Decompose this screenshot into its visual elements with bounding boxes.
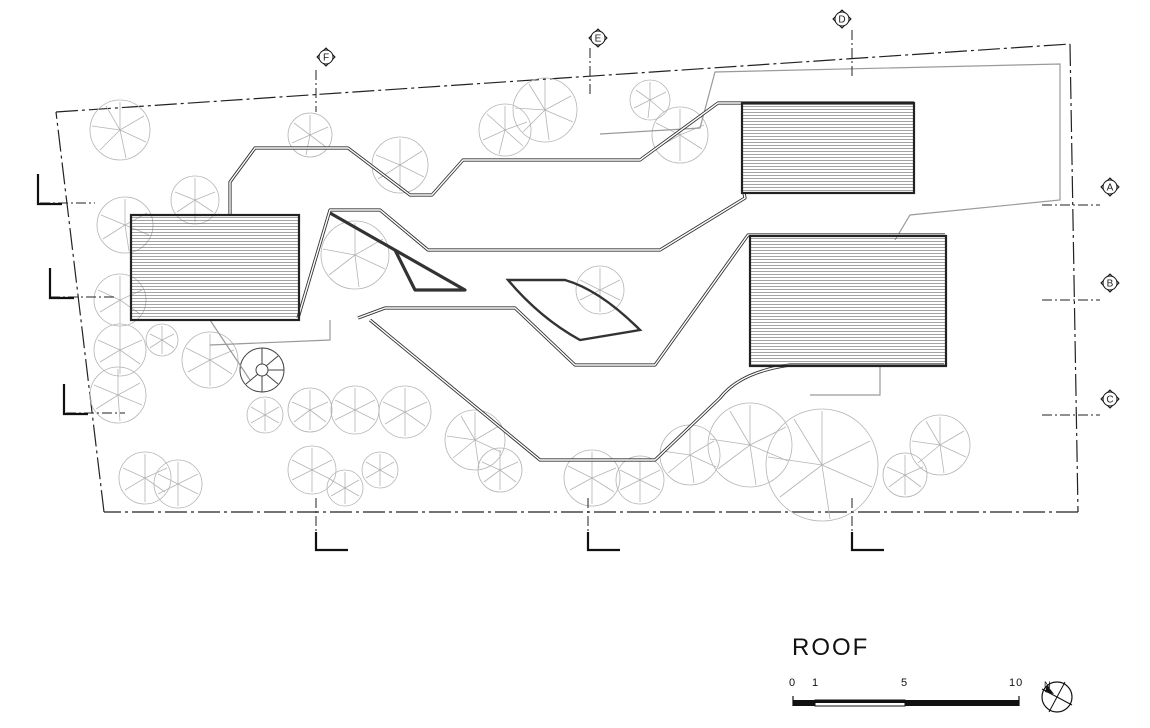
grid-label-f: F	[323, 53, 329, 64]
scale-tick-0: 0	[789, 677, 797, 689]
grid-label-d: D	[838, 15, 845, 26]
roof-outline-secondary	[209, 63, 1061, 396]
tree	[563, 449, 621, 507]
tree	[93, 323, 147, 377]
scale-tick-1: 1	[812, 677, 820, 689]
landscape-trees	[89, 77, 971, 522]
scale-bar	[792, 696, 1020, 707]
tree	[181, 331, 239, 389]
tree	[765, 408, 879, 522]
site-boundary	[55, 43, 1079, 513]
grid-label-a: A	[1107, 183, 1114, 194]
tree	[371, 136, 429, 194]
tree	[478, 103, 532, 157]
tree	[629, 79, 671, 121]
tree	[659, 424, 721, 486]
tree	[361, 451, 399, 489]
tree	[320, 220, 390, 290]
scale-tick-10: 10	[1009, 677, 1024, 689]
tree	[170, 175, 220, 225]
grid-bubble-d: D	[832, 9, 852, 29]
tree	[287, 112, 333, 158]
tree	[287, 387, 333, 433]
tree	[246, 396, 284, 434]
north-label: N	[1044, 680, 1051, 690]
tree	[330, 385, 380, 435]
grid-bubble-e: E	[588, 28, 608, 48]
tree	[512, 77, 578, 143]
grid-bubble-b: B	[1100, 273, 1120, 293]
scale-tick-5: 5	[901, 677, 909, 689]
roof-walls-inner	[229, 102, 945, 461]
grid-label-b: B	[1107, 279, 1114, 290]
grid-label-c: C	[1106, 395, 1113, 406]
tree	[287, 445, 337, 495]
drawing-title: ROOF	[792, 634, 870, 661]
solar-panel-north	[740, 101, 916, 195]
grid-bubble-c: C	[1100, 389, 1120, 409]
tree	[575, 265, 625, 315]
solar-panels	[129, 101, 948, 368]
tree	[909, 414, 971, 476]
tree	[153, 459, 203, 509]
tree	[326, 469, 364, 507]
spiral-stair	[239, 347, 285, 393]
solar-panel-west	[129, 213, 301, 322]
tree	[118, 451, 172, 505]
tree	[651, 106, 709, 164]
tree	[444, 409, 506, 471]
tree	[882, 452, 928, 498]
tree	[89, 366, 147, 424]
tree	[477, 447, 523, 493]
north-arrow-icon: N	[1041, 680, 1073, 713]
tree	[378, 385, 432, 439]
grid-label-e: E	[595, 34, 602, 45]
tree	[615, 455, 665, 505]
grid-bubble-f: F	[316, 47, 336, 67]
tree	[145, 323, 179, 357]
solar-panel-east	[748, 234, 948, 368]
tree	[707, 402, 793, 488]
skylight	[505, 278, 643, 342]
grid-bubble-a: A	[1100, 177, 1120, 197]
section-markers	[36, 174, 884, 552]
tree	[89, 99, 151, 161]
